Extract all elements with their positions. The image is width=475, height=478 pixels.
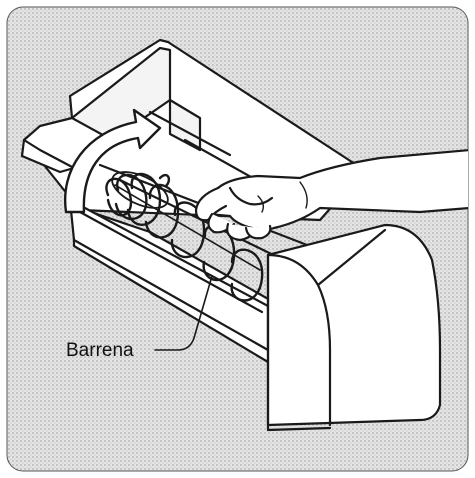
- dispenser-housing: [268, 225, 440, 430]
- auger-callout-label: Barrena: [66, 340, 134, 361]
